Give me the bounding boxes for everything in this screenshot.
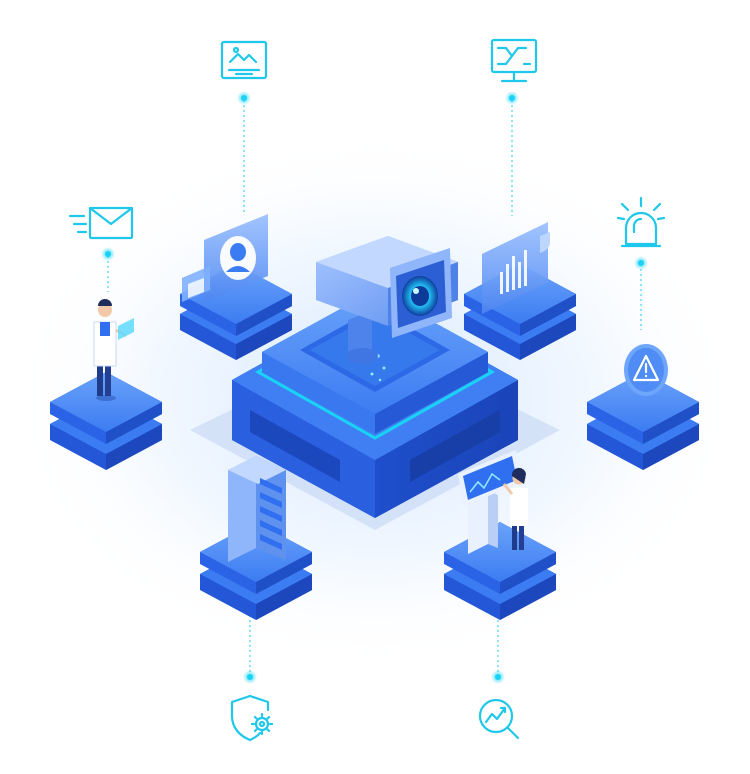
platform-analyst	[444, 522, 556, 620]
scientist-at-kiosk-icon	[458, 450, 528, 554]
platform-data-chart	[464, 222, 576, 360]
connector-lines	[107, 100, 642, 674]
warning-triangle-icon	[624, 344, 668, 396]
cctv-camera-icon	[316, 236, 458, 364]
platform-face-recognition	[180, 214, 292, 360]
connector-dots	[101, 91, 648, 684]
platform-alert	[587, 372, 699, 470]
shield-gear-icon	[230, 694, 274, 742]
trend-analysis-icon	[478, 698, 520, 740]
scientist-with-tablet-icon	[93, 299, 134, 401]
image-monitor-icon	[220, 40, 268, 80]
server-rack-icon	[228, 456, 286, 562]
central-platform	[190, 290, 560, 530]
alarm-light-icon	[616, 196, 666, 248]
platform-engineer	[50, 372, 162, 470]
fast-mail-icon	[68, 206, 134, 240]
network-monitor-icon	[490, 38, 538, 83]
